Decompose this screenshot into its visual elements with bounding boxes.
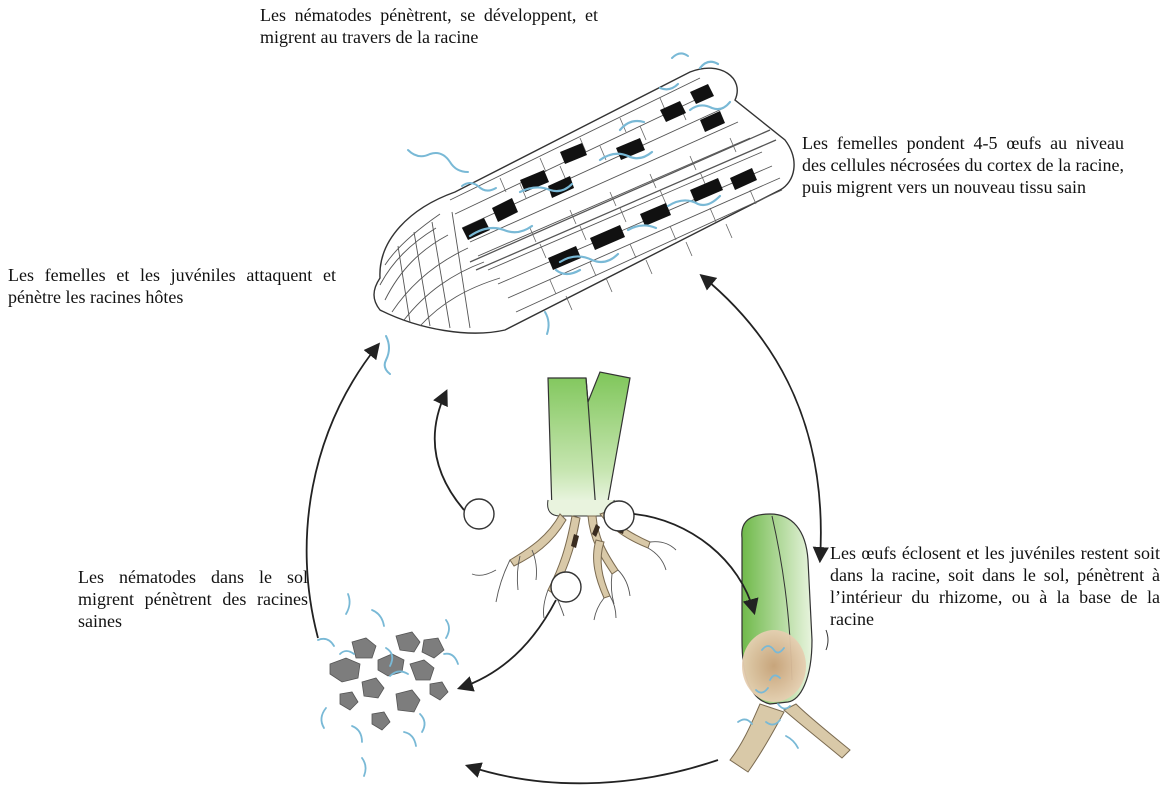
caption-females-lay-eggs: Les femelles pondent 4-5 œufs au niveau …	[802, 132, 1124, 198]
root-section	[374, 53, 794, 374]
caption-attack-host-roots: Les femelles et les juvéniles attaquent …	[8, 264, 336, 308]
caption-nematodes-penetrate: Les nématodes pénètrent, se développent,…	[260, 4, 598, 48]
soil-particles	[318, 594, 458, 776]
caption-soil-migration: Les nématodes dans le sol migrent pénètr…	[78, 566, 308, 632]
callout-circles	[464, 499, 634, 602]
caption-eggs-hatch: Les œufs éclosent et les juvéniles reste…	[830, 542, 1160, 630]
